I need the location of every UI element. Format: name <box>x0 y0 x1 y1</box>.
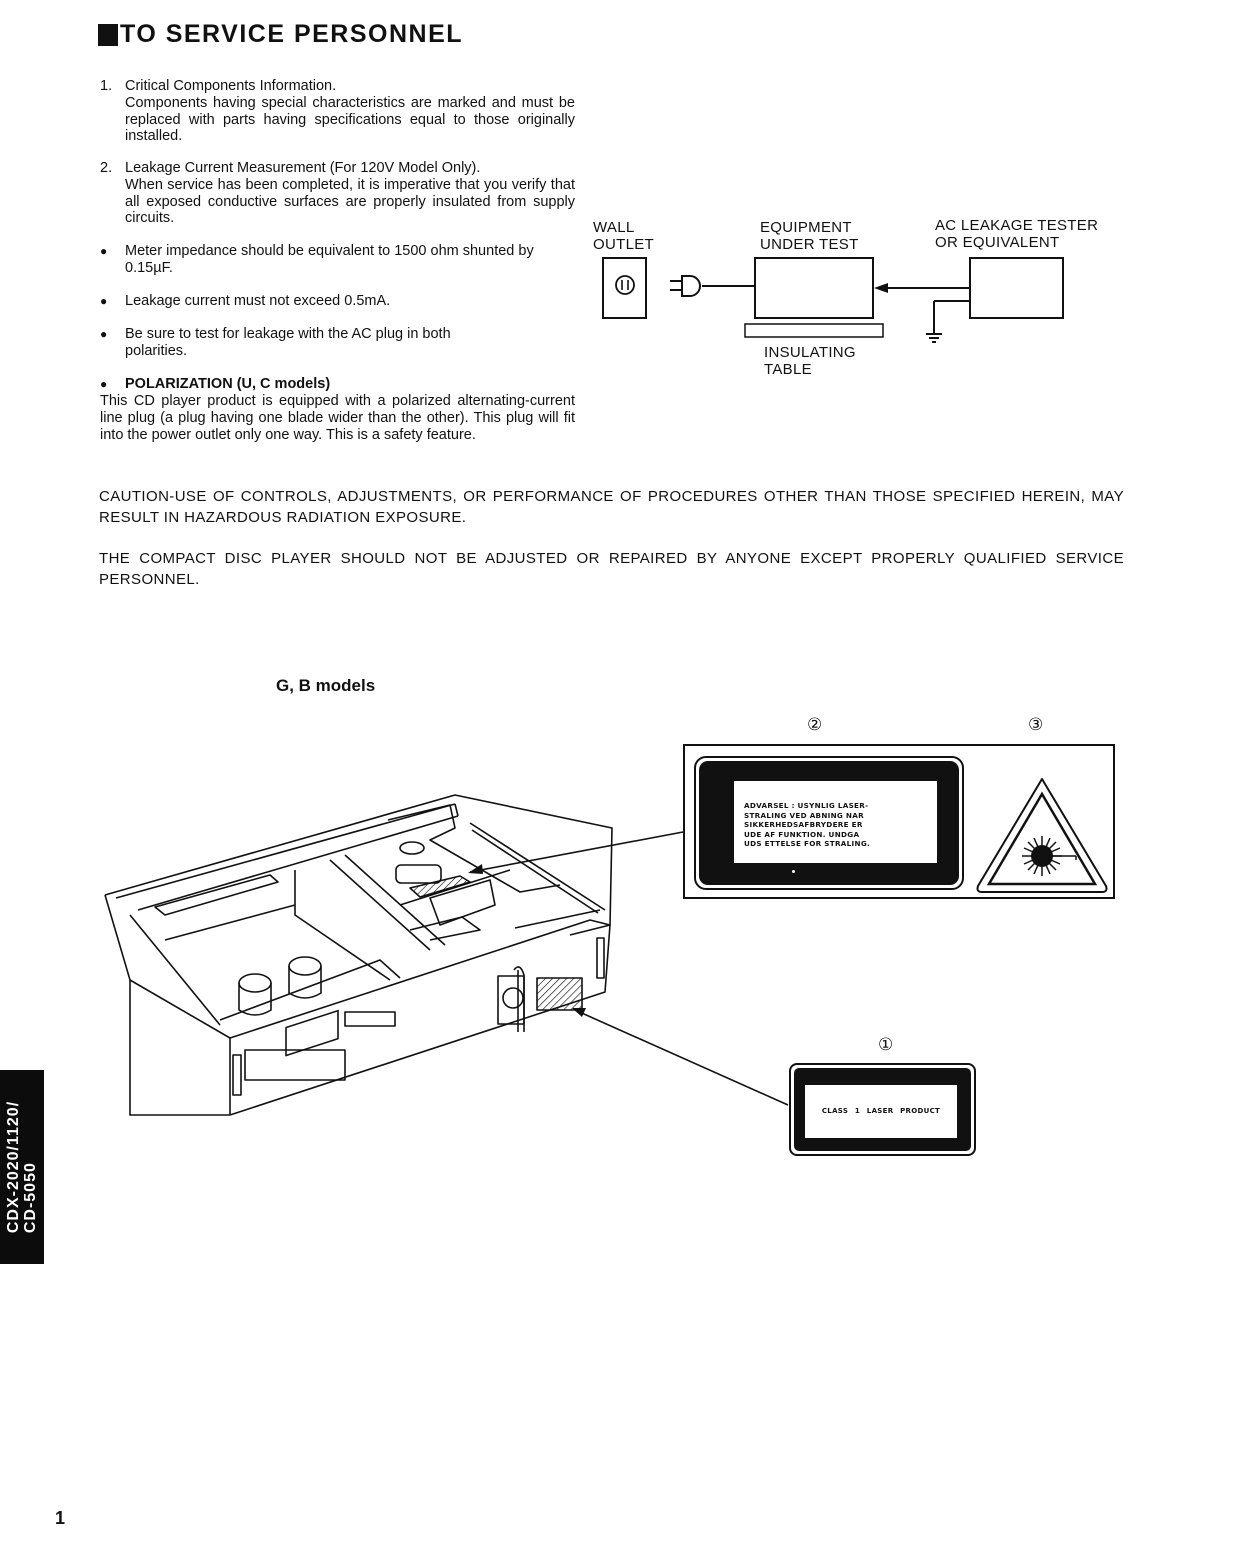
bullet-icon: ● <box>100 244 108 258</box>
marker-1: ① <box>878 1035 894 1054</box>
marker-2: ② <box>807 715 823 734</box>
advarsel-text-area: ADVARSEL : USYNLIG LASER- STRALING VED A… <box>734 781 937 863</box>
marker-3: ③ <box>1028 715 1044 734</box>
bullet-polarity-test: ● Be sure to test for leakage with the A… <box>100 326 451 359</box>
outlet-icon <box>602 257 647 319</box>
class1-text-area: CLASS 1 LASER PRODUCT <box>805 1085 957 1138</box>
diagram-drawing <box>602 257 1064 343</box>
item-critical-components: 1. Critical Components Information. Comp… <box>100 78 575 145</box>
warning-label-panel: ADVARSEL : USYNLIG LASER- STRALING VED A… <box>683 744 1115 899</box>
advarsel-label: ADVARSEL : USYNLIG LASER- STRALING VED A… <box>694 756 964 890</box>
bullet-meter-impedance: ● Meter impedance should be equivalent t… <box>100 243 534 276</box>
laser-warning-icon <box>976 778 1108 893</box>
polarization-heading: ● POLARIZATION (U, C models) <box>100 376 331 392</box>
page-number: 1 <box>55 1508 66 1528</box>
polarization-text: This CD player product is equipped with … <box>100 393 575 443</box>
model-side-tab: CDX-2020/1120/ CD-5050 <box>0 1070 44 1264</box>
cd-player-illustration <box>104 794 613 1116</box>
bullet-leakage-limit: ● Leakage current must not exceed 0.5mA. <box>100 293 391 309</box>
figure-caption: G, B models <box>276 676 376 695</box>
title-block-icon <box>98 23 118 46</box>
plug-icon <box>681 275 701 297</box>
bullet-icon: ● <box>100 294 108 308</box>
item-heading: Critical Components Information. <box>125 78 337 94</box>
item-text: Components having special characteristic… <box>125 94 575 145</box>
class1-label: CLASS 1 LASER PRODUCT <box>789 1063 976 1156</box>
caution-qualified-personnel: THE COMPACT DISC PLAYER SHOULD NOT BE AD… <box>99 550 1124 588</box>
item-heading: Leakage Current Measurement (For 120V Mo… <box>125 160 481 176</box>
arrow-icon <box>874 283 888 293</box>
item-leakage-measurement: 2. Leakage Current Measurement (For 120V… <box>100 160 575 227</box>
item-text: When service has been completed, it is i… <box>125 176 575 227</box>
bullet-icon: ● <box>100 377 108 391</box>
page-title: TO SERVICE PERSONNEL <box>98 20 463 49</box>
caution-radiation: CAUTION-USE OF CONTROLS, ADJUSTMENTS, OR… <box>99 488 1124 526</box>
bullet-icon: ● <box>100 327 108 341</box>
